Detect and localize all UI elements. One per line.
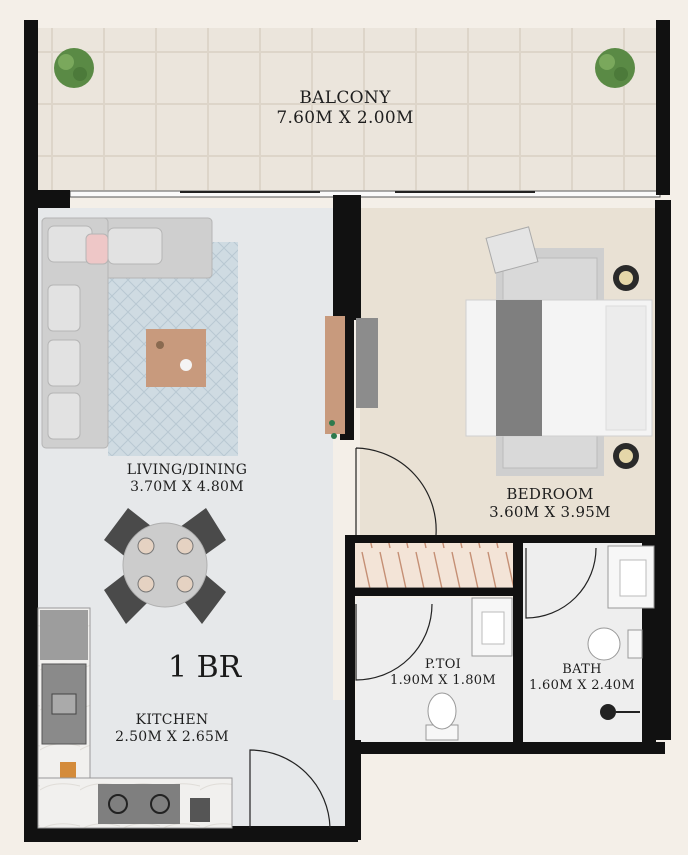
walls (24, 20, 671, 842)
wardrobe (353, 539, 515, 589)
tv-console (325, 316, 345, 434)
kitchen-name: KITCHEN (135, 712, 209, 728)
shower-drain-icon (600, 704, 616, 720)
ptoi-name: P.TOI (424, 657, 462, 672)
living-dining-dims: 3.70M X 4.80M (130, 478, 244, 495)
ptoi-dims: 1.90M X 1.80M (390, 672, 496, 688)
bath-door (525, 547, 597, 619)
sofa (41, 217, 213, 449)
bedroom-dims: 3.60M X 3.95M (489, 503, 611, 521)
dining-table (104, 508, 226, 624)
ptoi-door (355, 603, 433, 681)
unit-type-label: 1 BR (168, 650, 242, 685)
balcony-label: BALCONY 7.60M X 2.00M (210, 88, 480, 129)
balcony-glazing (69, 190, 661, 198)
balcony-dims: 7.60M X 2.00M (276, 108, 414, 129)
kitchen-dims: 2.50M X 2.65M (115, 728, 229, 745)
plant-icon (595, 48, 635, 88)
balcony-name: BALCONY (299, 88, 391, 108)
balcony-floor (36, 28, 656, 190)
kitchen-label: KITCHEN 2.50M X 2.65M (92, 712, 252, 746)
bedroom-door (355, 447, 437, 536)
bath-label: BATH 1.60M X 2.40M (523, 662, 641, 693)
plant-icon (54, 48, 94, 88)
bedroom-label: BEDROOM 3.60M X 3.95M (460, 485, 640, 521)
bath-toilet (587, 627, 621, 661)
bath-name: BATH (562, 662, 602, 677)
cooktop (98, 784, 180, 824)
entrance-door (249, 749, 331, 829)
living-dining-label: LIVING/DINING 3.70M X 4.80M (92, 462, 282, 496)
coffee-table (146, 329, 206, 387)
ptoi-label: P.TOI 1.90M X 1.80M (378, 657, 508, 688)
bedroom-name: BEDROOM (506, 485, 594, 503)
living-dining-name: LIVING/DINING (126, 462, 248, 478)
bath-dims: 1.60M X 2.40M (529, 677, 635, 693)
